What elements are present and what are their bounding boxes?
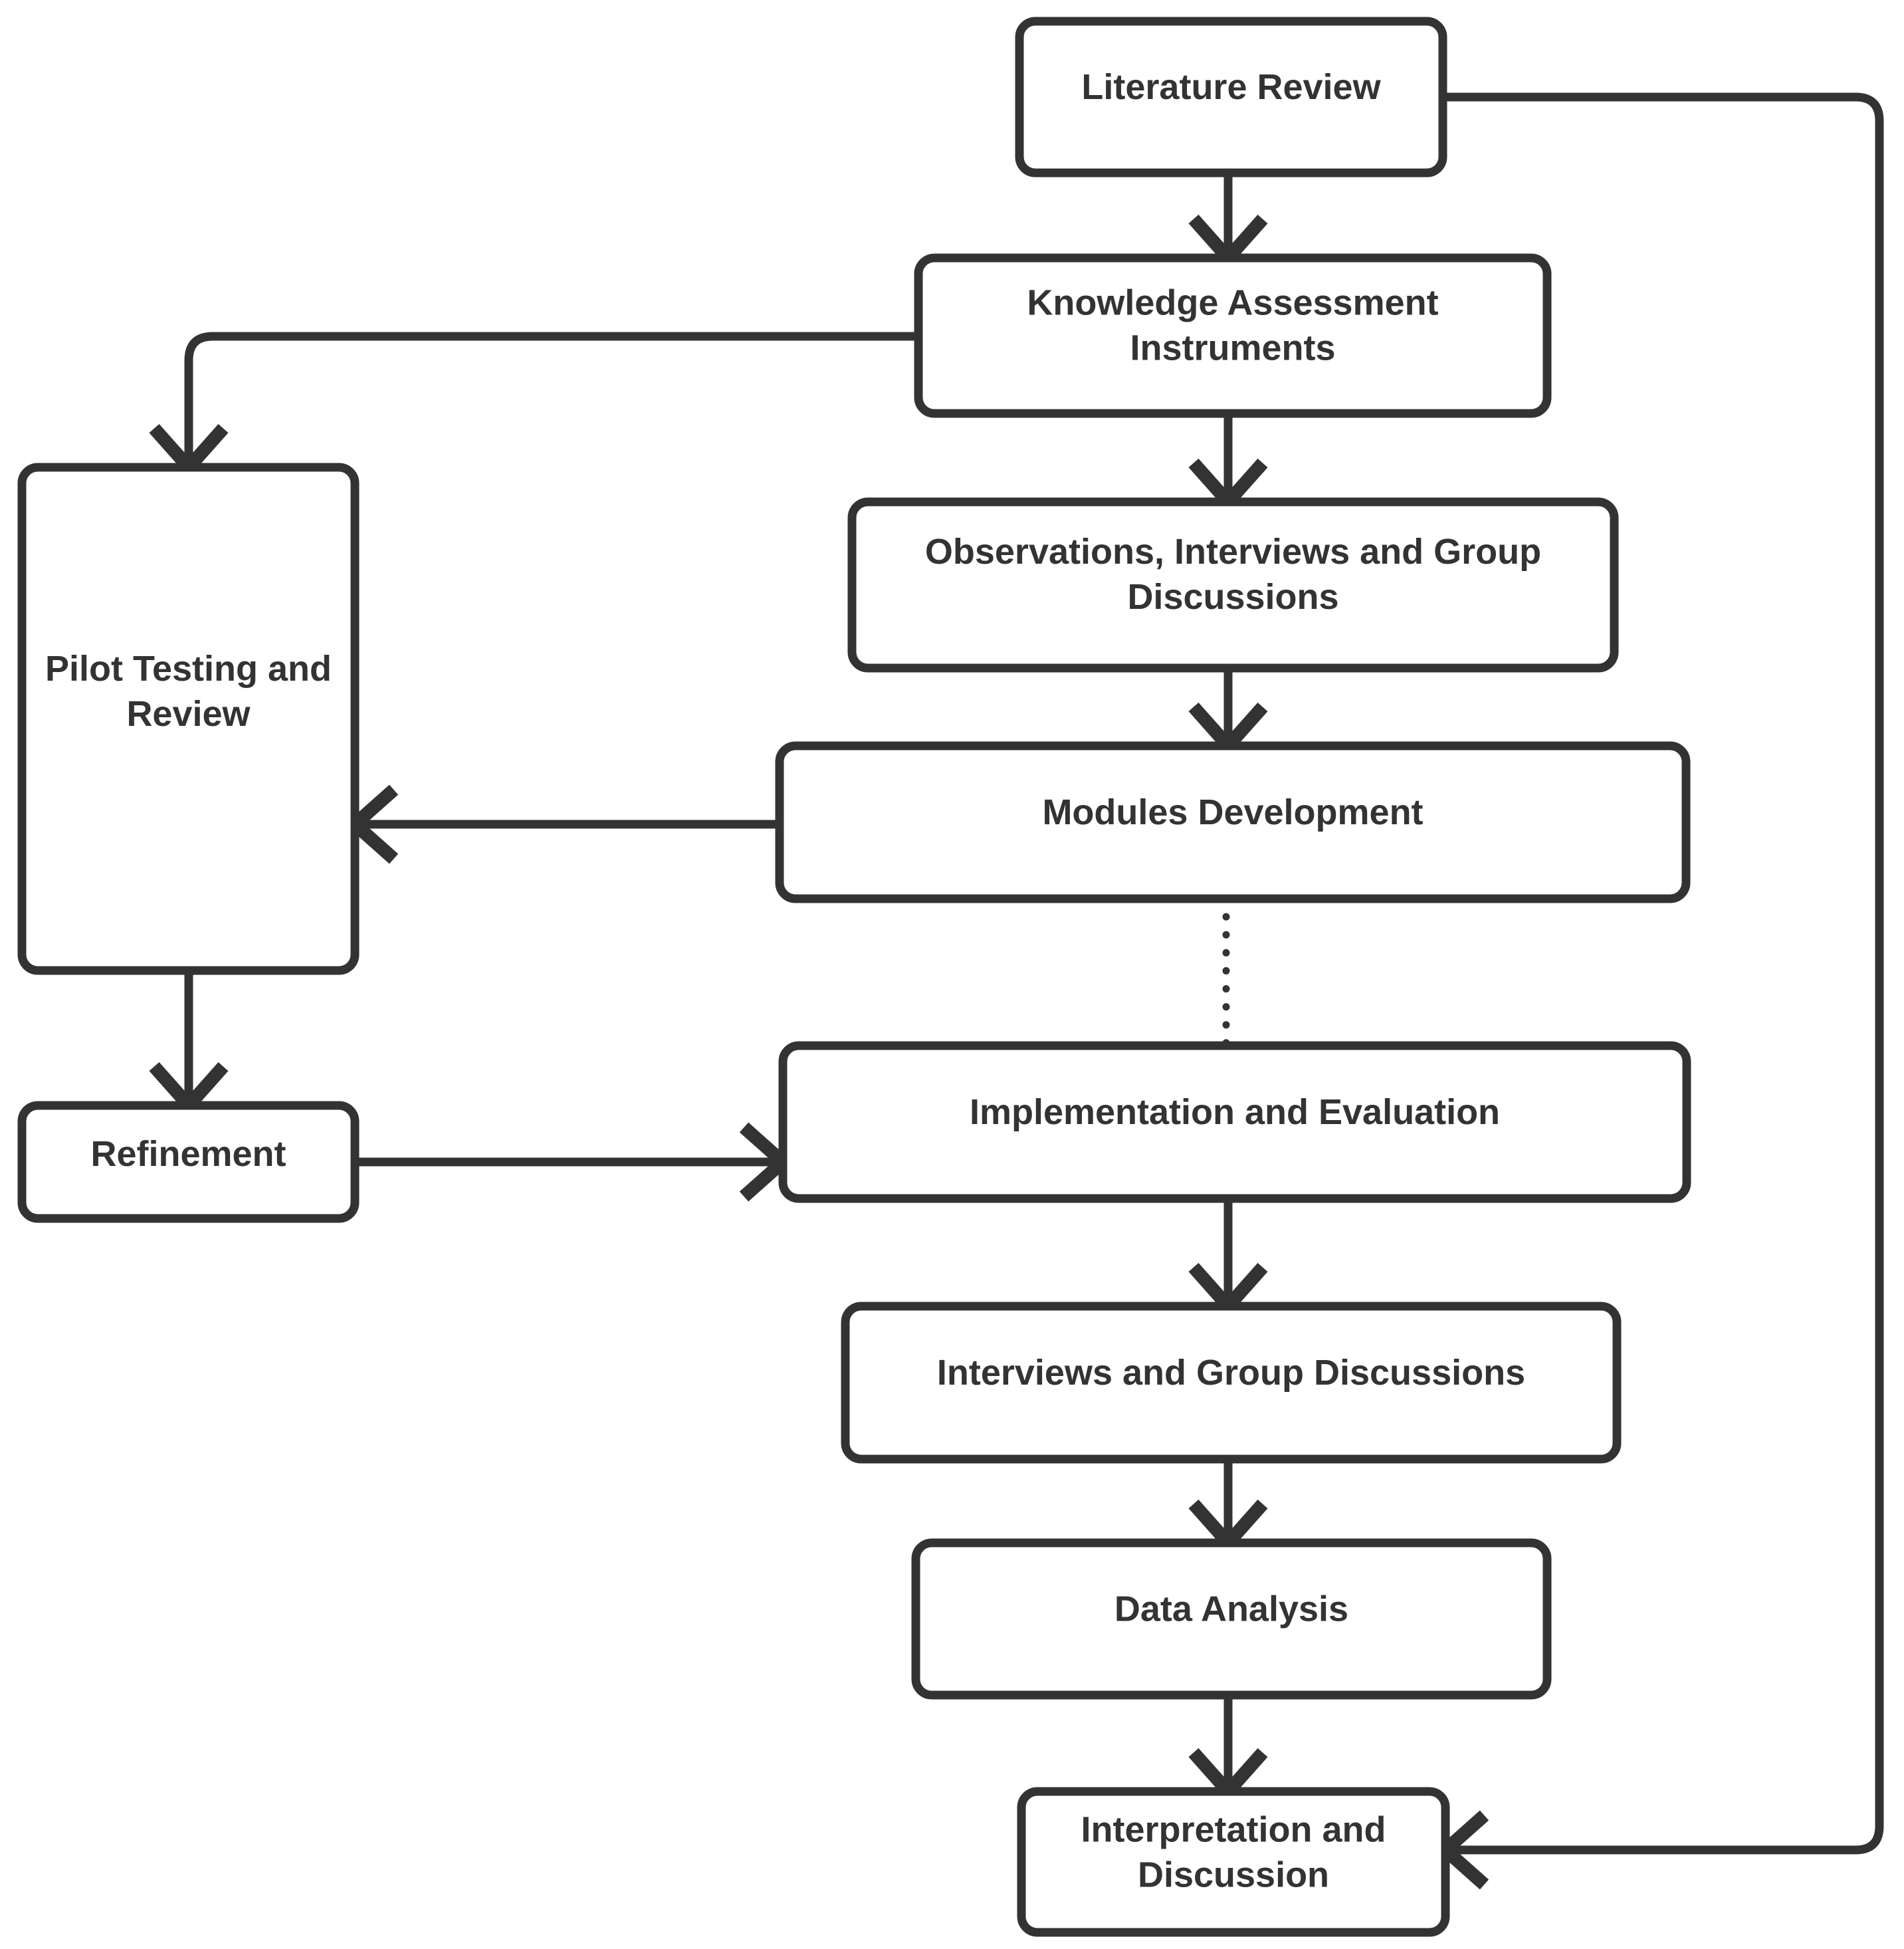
node-box <box>1017 1787 1450 1937</box>
node-label: Refinement <box>90 1134 286 1174</box>
node-box <box>1015 17 1447 177</box>
node-box <box>841 1302 1622 1464</box>
node-box <box>775 741 1691 903</box>
node-refinement: Refinement <box>17 1101 360 1223</box>
node-box <box>17 1101 360 1223</box>
node-label: Implementation and Evaluation <box>970 1092 1500 1132</box>
node-literature-review: Literature Review <box>1015 17 1447 177</box>
node-box <box>17 463 360 975</box>
edge-literature-review-to-interpretation-feedback <box>1435 92 1884 1890</box>
node-label: Modules Development <box>1042 792 1423 832</box>
edge-knowledge-assessment-to-pilot-testing <box>149 332 918 478</box>
node-box <box>778 1041 1691 1203</box>
node-box <box>914 253 1552 418</box>
node-label: Literature Review <box>1081 67 1381 107</box>
node-box <box>847 497 1619 673</box>
node-implementation-and-evaluation: Implementation and Evaluation <box>778 1041 1691 1203</box>
node-data-analysis: Data Analysis <box>911 1538 1552 1700</box>
node-label: Data Analysis <box>1114 1589 1348 1629</box>
node-interviews-and-group-discussions: Interviews and Group Discussions <box>841 1302 1622 1464</box>
node-label: Interviews and Group Discussions <box>937 1353 1525 1393</box>
node-modules-development: Modules Development <box>775 741 1691 903</box>
node-box <box>911 1538 1552 1700</box>
